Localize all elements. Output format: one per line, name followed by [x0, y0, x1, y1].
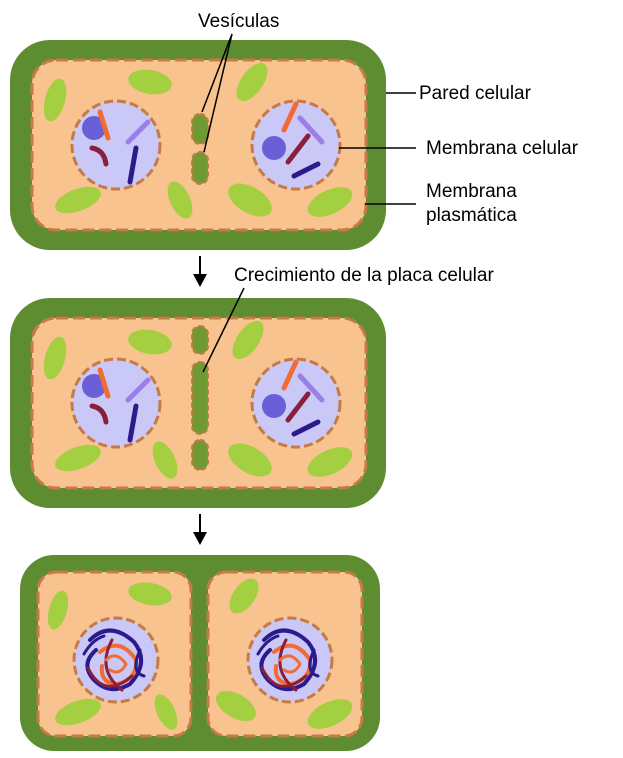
label-vesiculas: Vesículas	[198, 11, 279, 32]
nucleolus	[262, 136, 286, 160]
nucleus	[72, 359, 160, 447]
stage-2-cell	[10, 298, 386, 508]
nucleolus	[262, 394, 286, 418]
stage-3-cells	[20, 555, 380, 751]
label-crecimiento: Crecimiento de la placa celular	[234, 265, 494, 286]
vesicle	[192, 152, 208, 184]
vesicle	[192, 114, 208, 144]
nucleus	[72, 101, 160, 189]
stage-1-cell	[10, 40, 386, 250]
label-membrana-plasmatica-line2: plasmática	[426, 205, 517, 226]
vesicle	[192, 326, 208, 354]
label-membrana-plasmatica-line1: Membrana	[426, 181, 517, 202]
arrow-down-icon	[193, 514, 207, 545]
label-pared-celular-group: Pared celular	[386, 83, 532, 104]
cell-plate	[192, 362, 208, 434]
arrow-down-icon	[193, 256, 207, 287]
label-membrana-plasmatica-group: Membrana plasmática	[365, 181, 517, 226]
label-membrana-celular: Membrana celular	[426, 138, 579, 159]
label-pared-celular: Pared celular	[419, 83, 532, 104]
vesicle	[192, 440, 208, 470]
